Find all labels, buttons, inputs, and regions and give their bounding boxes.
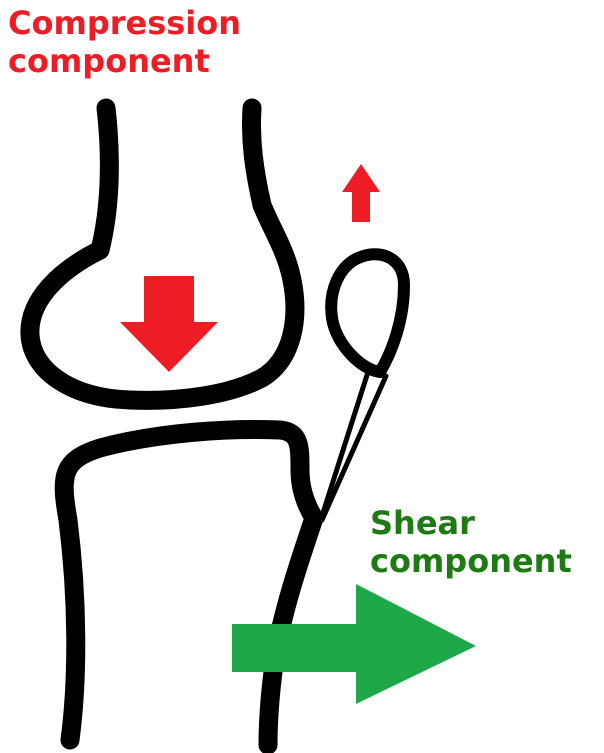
compression-label-line-1: Compression [8,4,268,42]
down-arrow-icon [120,276,218,372]
up-arrow-icon [342,164,380,222]
patella [331,254,404,372]
shear-label-line-2: component [370,542,602,580]
femur-right-shaft [251,108,262,205]
shear-label-line-1: Shear [370,504,602,542]
compression-component-label: Compression component [8,4,268,81]
femur-left-shaft [100,108,109,250]
compression-label-line-2: component [8,42,268,80]
patellar-tendon [322,372,386,520]
tibia [64,430,314,745]
shear-component-label: Shear component [370,504,602,581]
